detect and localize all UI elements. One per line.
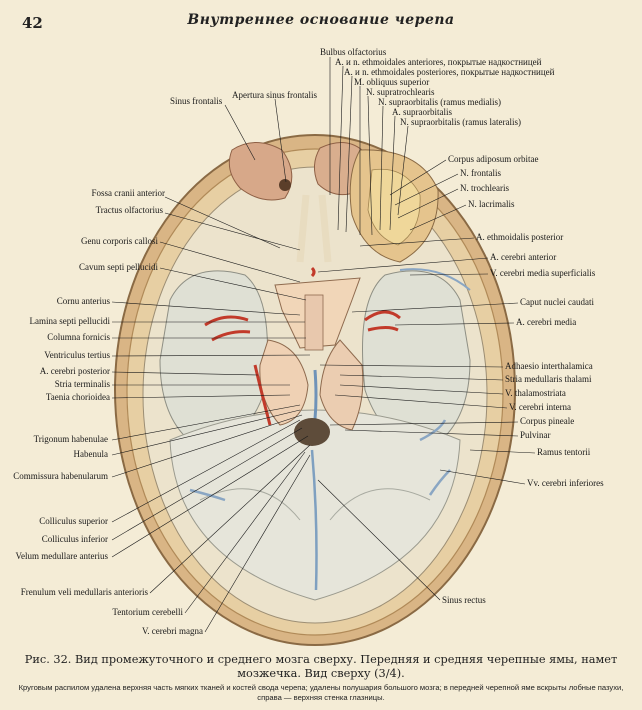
olfactory-tract-left bbox=[296, 194, 310, 263]
label-columna-fornicis: Columna fornicis bbox=[47, 332, 110, 342]
label-n-trochlearis: N. trochlearis bbox=[460, 183, 509, 193]
label-obliquus-superior: M. obliquus superior bbox=[354, 77, 429, 87]
olfactory-tract-right bbox=[318, 194, 332, 263]
label-lamina-septi: Lamina septi pellucidi bbox=[30, 316, 111, 326]
page-title: Внутреннее основание черепа bbox=[187, 12, 455, 28]
septum-pellucidum bbox=[304, 294, 324, 351]
label-n-frontalis: N. frontalis bbox=[460, 168, 501, 178]
anterior-cerebral-artery bbox=[310, 266, 316, 278]
posterior-cerebral-artery bbox=[253, 364, 272, 426]
label-adhaesio-interthalamica: Adhaesio interthalamica bbox=[505, 361, 593, 371]
superficial-middle-vein bbox=[399, 268, 471, 291]
middle-cerebral-artery-left bbox=[204, 315, 251, 342]
label-ethmoidales-posteriores: A. и n. ethmoidales posteriores, покрыты… bbox=[344, 67, 555, 77]
label-media-superficialis: V. cerebri media superficialis bbox=[490, 268, 596, 278]
straight-sinus bbox=[310, 449, 318, 591]
label-ramus-tentorii: Ramus tentorii bbox=[537, 447, 591, 457]
label-supraorbitalis-medialis: N. supraorbitalis (ramus medialis) bbox=[378, 97, 501, 107]
label-cerebri-interna: V. cerebri interna bbox=[509, 402, 571, 412]
label-cerebri-anterior: A. cerebri anterior bbox=[490, 252, 556, 262]
label-a-supraorbitalis: A. supraorbitalis bbox=[392, 107, 452, 117]
label-stria-medullaris: Stria medullaris thalami bbox=[505, 374, 592, 384]
middle-cerebral-artery-right bbox=[364, 310, 401, 332]
label-habenula: Habenula bbox=[74, 449, 108, 459]
label-corpus-pineale: Corpus pineale bbox=[520, 416, 574, 426]
label-commissura-habenularum: Commissura habenularum bbox=[13, 471, 108, 481]
label-supratrochlearis: N. supratrochlearis bbox=[366, 87, 435, 97]
label-frenulum-veli: Frenulum veli medullaris anterioris bbox=[21, 587, 149, 597]
leader-lines bbox=[111, 57, 536, 633]
label-caput-nuclei-caudati: Caput nuclei caudati bbox=[520, 297, 594, 307]
label-velum-medullare: Velum medullare anterius bbox=[16, 551, 109, 561]
label-ventriculus-tertius: Ventriculus tertius bbox=[44, 350, 110, 360]
label-tractus-olfactorius: Tractus olfactorius bbox=[96, 205, 164, 215]
label-fossa-cranii-anterior: Fossa cranii anterior bbox=[92, 188, 165, 198]
label-cerebri-inferiores: Vv. cerebri inferiores bbox=[527, 478, 604, 488]
label-corpus-adiposum: Corpus adiposum orbitae bbox=[448, 154, 539, 164]
label-cerebri-media: A. cerebri media bbox=[516, 317, 576, 327]
label-cavum-septi: Cavum septi pellucidi bbox=[79, 262, 158, 272]
label-sinus-frontalis: Sinus frontalis bbox=[170, 96, 223, 106]
label-trigonum-habenulae: Trigonum habenulae bbox=[34, 434, 108, 444]
label-tentorium-cerebelli: Tentorium cerebelli bbox=[112, 607, 183, 617]
label-cornu-anterius: Cornu anterius bbox=[57, 296, 111, 306]
label-stria-terminalis: Stria terminalis bbox=[55, 379, 111, 389]
middle-fossa-right bbox=[362, 270, 471, 446]
frontal-sinus-left bbox=[228, 142, 293, 201]
figure-caption: Рис. 32. Вид промежуточного и среднего м… bbox=[24, 653, 618, 680]
skull-illustration bbox=[114, 134, 516, 646]
label-pulvinar: Pulvinar bbox=[520, 430, 551, 440]
sinus-aperture bbox=[279, 179, 291, 191]
inferior-cerebral-veins bbox=[189, 419, 451, 502]
colliculi bbox=[294, 418, 330, 446]
label-apertura-sinus: Apertura sinus frontalis bbox=[232, 90, 317, 100]
label-thalamostriata: V. thalamostriata bbox=[505, 388, 566, 398]
figure-caption-note: Круговым распилом удалена верхняя часть … bbox=[18, 683, 624, 702]
label-genu-corporis-callosi: Genu corporis callosi bbox=[81, 236, 158, 246]
label-sinus-rectus: Sinus rectus bbox=[442, 595, 486, 605]
label-taenia-chorioidea: Taenia chorioidea bbox=[46, 392, 110, 402]
label-cerebri-magna: V. cerebri magna bbox=[142, 626, 203, 636]
label-cerebri-posterior: A. cerebri posterior bbox=[40, 366, 110, 376]
label-ethmoidales-anteriores: A. и n. ethmoidales anteriores, покрытые… bbox=[335, 57, 542, 67]
top-labels: Bulbus olfactorius A. и n. ethmoidales a… bbox=[170, 47, 555, 127]
label-ethmoidalis-posterior: A. ethmoidalis posterior bbox=[476, 232, 563, 242]
right-labels: Corpus adiposum orbitae N. frontalis N. … bbox=[442, 154, 604, 605]
left-labels: Fossa cranii anterior Tractus olfactoriu… bbox=[13, 188, 203, 636]
label-n-lacrimalis: N. lacrimalis bbox=[468, 199, 515, 209]
label-bulbus-olfactorius: Bulbus olfactorius bbox=[320, 47, 387, 57]
label-supraorbitalis-lateralis: N. supraorbitalis (ramus lateralis) bbox=[400, 117, 521, 127]
label-colliculus-superior: Colliculus superior bbox=[39, 516, 108, 526]
page-number: 42 bbox=[22, 14, 43, 32]
label-colliculus-inferior: Colliculus inferior bbox=[42, 534, 108, 544]
